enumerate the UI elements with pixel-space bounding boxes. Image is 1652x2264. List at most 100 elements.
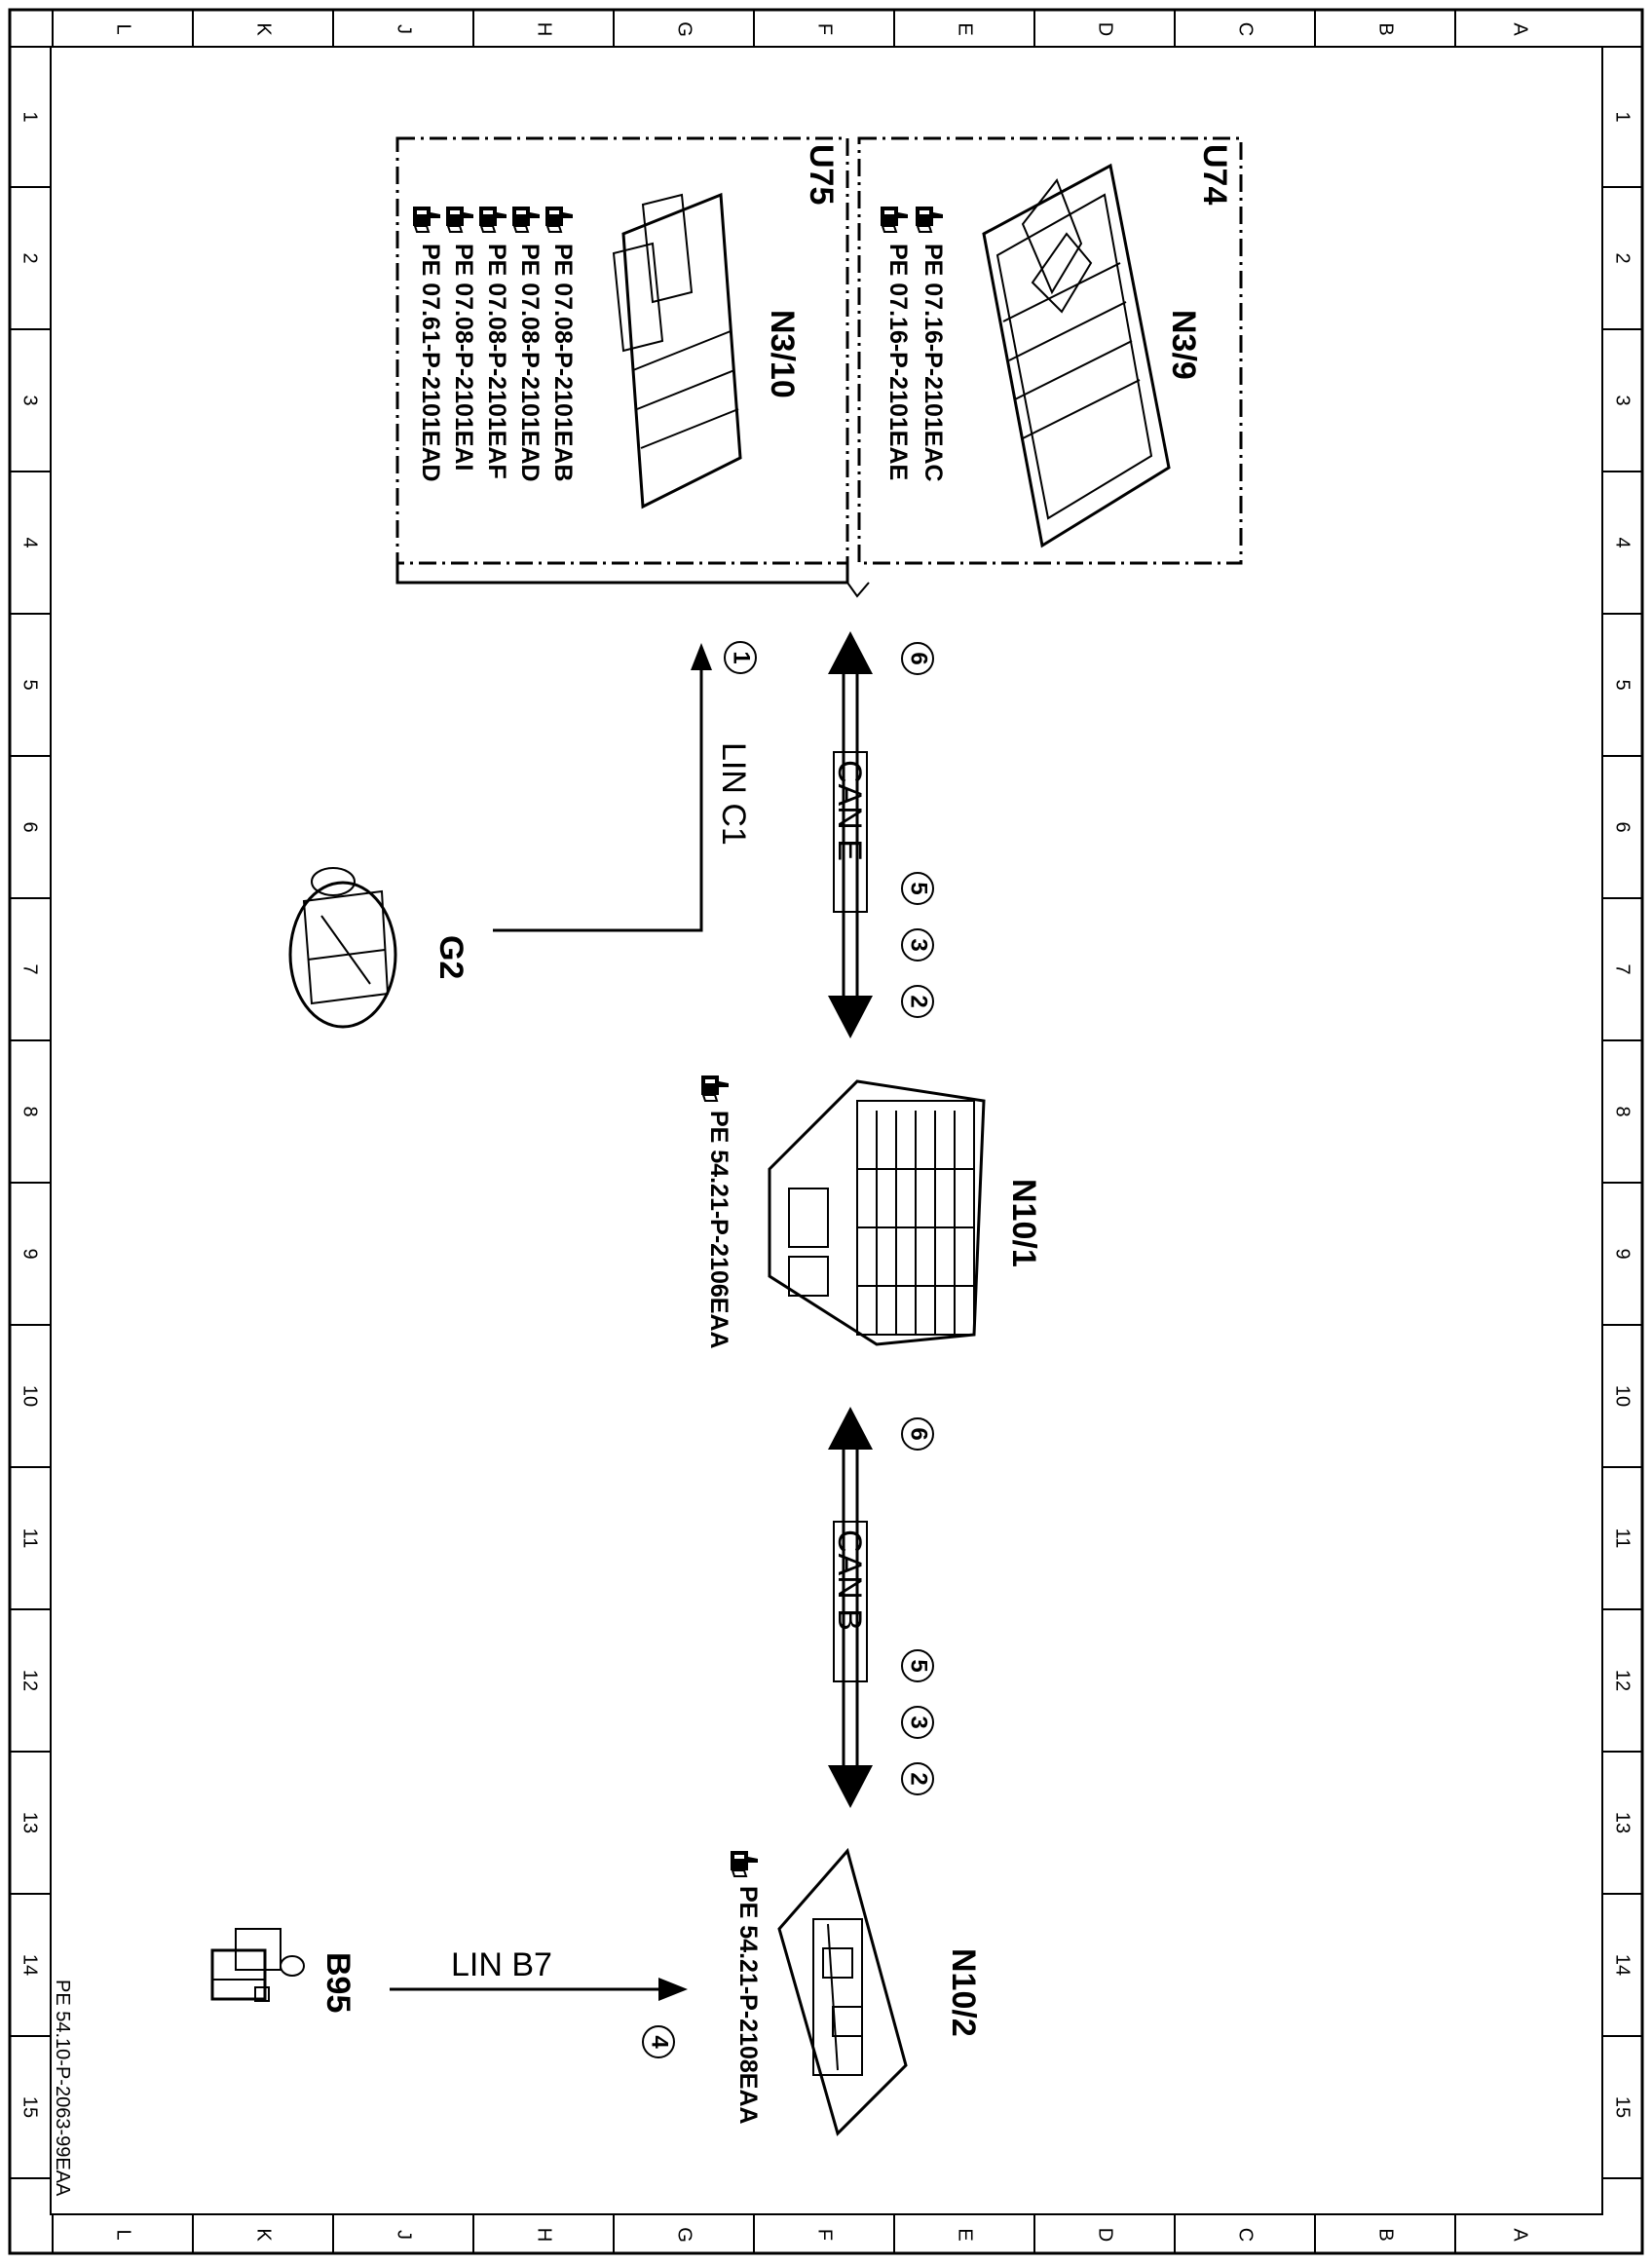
col-label: C bbox=[1235, 2228, 1257, 2242]
row-label: 6 bbox=[19, 821, 41, 832]
can-e-marker-top: 6 bbox=[906, 652, 932, 664]
row-label: 8 bbox=[1612, 1106, 1633, 1116]
pointing-hand-icon bbox=[412, 206, 441, 233]
pointing-hand-icon bbox=[915, 206, 944, 233]
row-label: 6 bbox=[1612, 821, 1633, 832]
marker-circle bbox=[724, 641, 757, 674]
n10-1-component: N10/1 PE 54.21-P-2106EAA bbox=[700, 1075, 1042, 1349]
n3-9-module-drawing bbox=[982, 163, 1171, 548]
lin-b7-label: LIN B7 bbox=[451, 1946, 552, 1983]
row-labels-left: 1 2 3 4 5 6 7 8 9 10 11 12 13 14 15 bbox=[19, 111, 41, 2118]
u74-refs: PE 07.16-P-2101EAC PE 07.16-P-2101EAE bbox=[880, 206, 947, 482]
u74-label: U74 bbox=[1196, 144, 1233, 205]
column-labels-bottom: A B C D E F G H J K L bbox=[113, 2227, 1531, 2243]
can-e-marker-c: 2 bbox=[906, 995, 932, 1007]
row-label: 11 bbox=[19, 1528, 41, 1549]
col-label: D bbox=[1095, 22, 1116, 36]
n3-9-label: N3/9 bbox=[1165, 310, 1202, 380]
row-label: 2 bbox=[19, 252, 41, 263]
col-label: K bbox=[253, 22, 275, 36]
row-label: 5 bbox=[19, 679, 41, 690]
pointing-hand-icon bbox=[478, 206, 507, 233]
n10-2-label: N10/2 bbox=[945, 1948, 982, 2037]
can-e-connection: CAN E 6 5 3 2 bbox=[828, 631, 934, 1038]
column-dividers bbox=[52, 10, 1456, 2253]
col-label: K bbox=[253, 2228, 275, 2242]
col-label: C bbox=[1235, 22, 1257, 36]
col-label: E bbox=[955, 2228, 976, 2241]
pointing-hand-icon bbox=[445, 206, 474, 233]
g2-label: G2 bbox=[432, 935, 469, 979]
doc-reference: PE 54.10-P-2063-99EAA bbox=[52, 1980, 73, 2197]
lin-c1-marker: 1 bbox=[729, 651, 755, 663]
row-label: 2 bbox=[1612, 252, 1633, 263]
n10-1-drawing bbox=[768, 1079, 986, 1346]
row-label: 9 bbox=[19, 1248, 41, 1259]
col-label: A bbox=[1510, 2228, 1531, 2242]
column-labels-top: A B C D E F G H J K L bbox=[113, 21, 1531, 37]
col-label: A bbox=[1510, 22, 1531, 36]
col-label: F bbox=[814, 23, 836, 35]
row-label: 3 bbox=[19, 395, 41, 405]
row-label: 9 bbox=[1612, 1248, 1633, 1259]
row-label: 8 bbox=[19, 1106, 41, 1116]
col-label: G bbox=[674, 2227, 695, 2243]
pointing-hand-icon bbox=[511, 206, 541, 233]
col-label: F bbox=[814, 2229, 836, 2241]
col-label: J bbox=[394, 2230, 415, 2240]
n10-1-label: N10/1 bbox=[1005, 1179, 1042, 1267]
row-label: 4 bbox=[1612, 537, 1633, 547]
u75-refs: PE 07.08-P-2101EAB PE 07.08-P-2101EAD PE… bbox=[412, 206, 577, 482]
can-b-marker-c: 2 bbox=[906, 1772, 932, 1785]
row-label: 7 bbox=[19, 963, 41, 974]
u75-group: U75 N3/10 PE 07.08-P-2101EAB PE 07.08-P-… bbox=[395, 136, 870, 598]
row-label: 15 bbox=[1612, 2096, 1633, 2118]
col-label: B bbox=[1375, 2228, 1397, 2241]
col-label: H bbox=[534, 22, 555, 36]
u75-ref-2: PE 07.08-P-2101EAD bbox=[516, 244, 544, 482]
row-label: 12 bbox=[1612, 1670, 1633, 1691]
pointing-hand-icon bbox=[730, 1850, 759, 1877]
col-label: J bbox=[394, 24, 415, 34]
u74-ref-2: PE 07.16-P-2101EAE bbox=[884, 244, 912, 480]
sheet-frame: A B C D E F G H J K L A B C D E F G H J … bbox=[8, 8, 1644, 2255]
row-label: 3 bbox=[1612, 395, 1633, 405]
n10-2-component: N10/2 PE 54.21-P-2108EAA bbox=[730, 1847, 982, 2136]
col-label: H bbox=[534, 2228, 555, 2242]
row-label: 1 bbox=[1612, 111, 1633, 122]
n10-1-ref: PE 54.21-P-2106EAA bbox=[705, 1111, 732, 1349]
pointing-hand-icon bbox=[700, 1075, 730, 1102]
col-label: B bbox=[1375, 22, 1397, 35]
u74-ref-1: PE 07.16-P-2101EAC bbox=[920, 244, 947, 482]
n10-2-drawing bbox=[777, 1847, 908, 2136]
b95-drawing bbox=[210, 1928, 305, 2002]
n3-10-label: N3/10 bbox=[764, 310, 801, 398]
b95-label: B95 bbox=[319, 1952, 357, 2013]
row-label: 10 bbox=[19, 1385, 41, 1407]
n10-2-ref: PE 54.21-P-2108EAA bbox=[734, 1886, 762, 2125]
col-label: G bbox=[674, 21, 695, 37]
u75-ref-5: PE 07.61-P-2101EAD bbox=[417, 244, 444, 482]
row-label: 13 bbox=[19, 1812, 41, 1833]
u75-label: U75 bbox=[803, 144, 840, 205]
g2-component: G2 bbox=[288, 867, 469, 1029]
n3-10-module-drawing bbox=[612, 192, 742, 509]
can-e-marker-a: 5 bbox=[906, 882, 932, 894]
row-label: 14 bbox=[1612, 1954, 1633, 1976]
row-label: 14 bbox=[19, 1954, 41, 1976]
col-label: L bbox=[113, 2229, 134, 2240]
lin-b7-connection: LIN B7 4 bbox=[390, 1946, 688, 2058]
b95-component: B95 bbox=[210, 1928, 357, 2013]
g2-drawing bbox=[288, 867, 397, 1029]
row-labels-right: 1 2 3 4 5 6 7 8 9 10 11 12 13 14 15 bbox=[1612, 111, 1633, 2118]
lin-c1-connection: LIN C1 1 bbox=[493, 641, 757, 932]
row-label: 12 bbox=[19, 1670, 41, 1691]
can-b-connection: CAN B 6 5 3 2 bbox=[828, 1407, 934, 1808]
row-label: 13 bbox=[1612, 1812, 1633, 1833]
row-label: 15 bbox=[19, 2096, 41, 2118]
row-label: 10 bbox=[1612, 1385, 1633, 1407]
can-e-marker-b: 3 bbox=[906, 938, 932, 951]
pointing-hand-icon bbox=[544, 206, 574, 233]
row-label: 7 bbox=[1612, 963, 1633, 974]
